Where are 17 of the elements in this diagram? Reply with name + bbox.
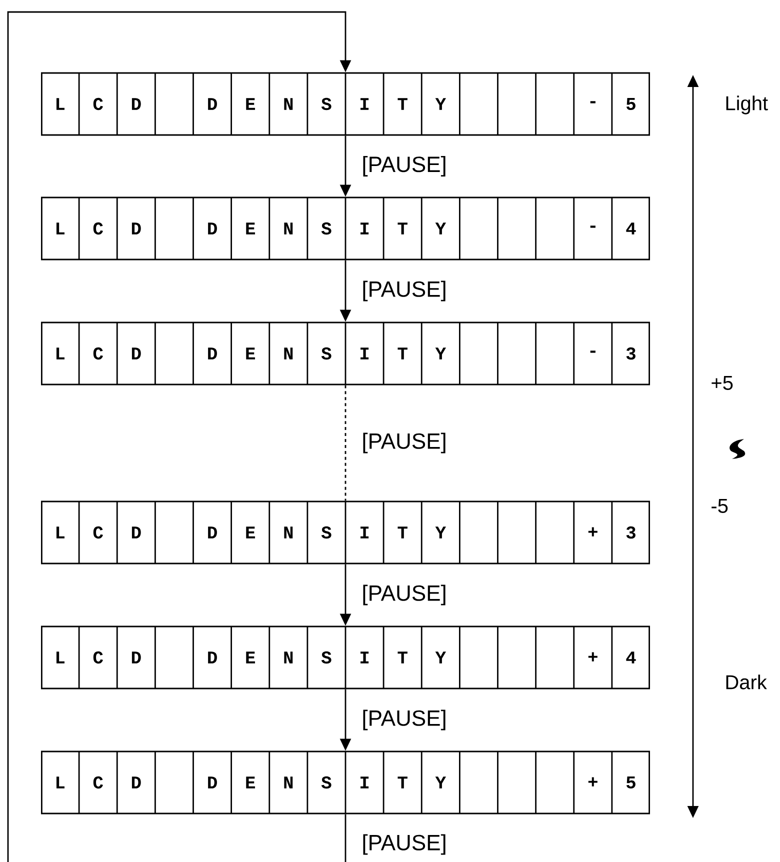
- scale-label: -5: [712, 499, 728, 513]
- edge-label: [PAUSE]: [363, 280, 446, 302]
- edge-label: [PAUSE]: [363, 834, 446, 855]
- scale-label: +5: [712, 376, 733, 390]
- lcd-display: L C D D E N S I T Y - 3: [41, 322, 650, 386]
- lcd-display: L C D D E N S I T Y + 5: [41, 750, 650, 814]
- scale-label: Dark: [726, 674, 767, 690]
- lcd-display: L C D D E N S I T Y - 5: [41, 72, 650, 136]
- scale-label: Light: [726, 96, 768, 114]
- edge-label: [PAUSE]: [363, 432, 446, 454]
- arrow: [7, 11, 352, 862]
- lcd-display: L C D D E N S I T Y + 3: [41, 500, 650, 564]
- lcd-display: L C D D E N S I T Y + 4: [41, 626, 650, 690]
- edge-label: [PAUSE]: [363, 156, 446, 177]
- edge-label: [PAUSE]: [363, 710, 446, 730]
- edge-label: [PAUSE]: [363, 584, 446, 606]
- lcd-display: L C D D E N S I T Y - 4: [41, 196, 650, 260]
